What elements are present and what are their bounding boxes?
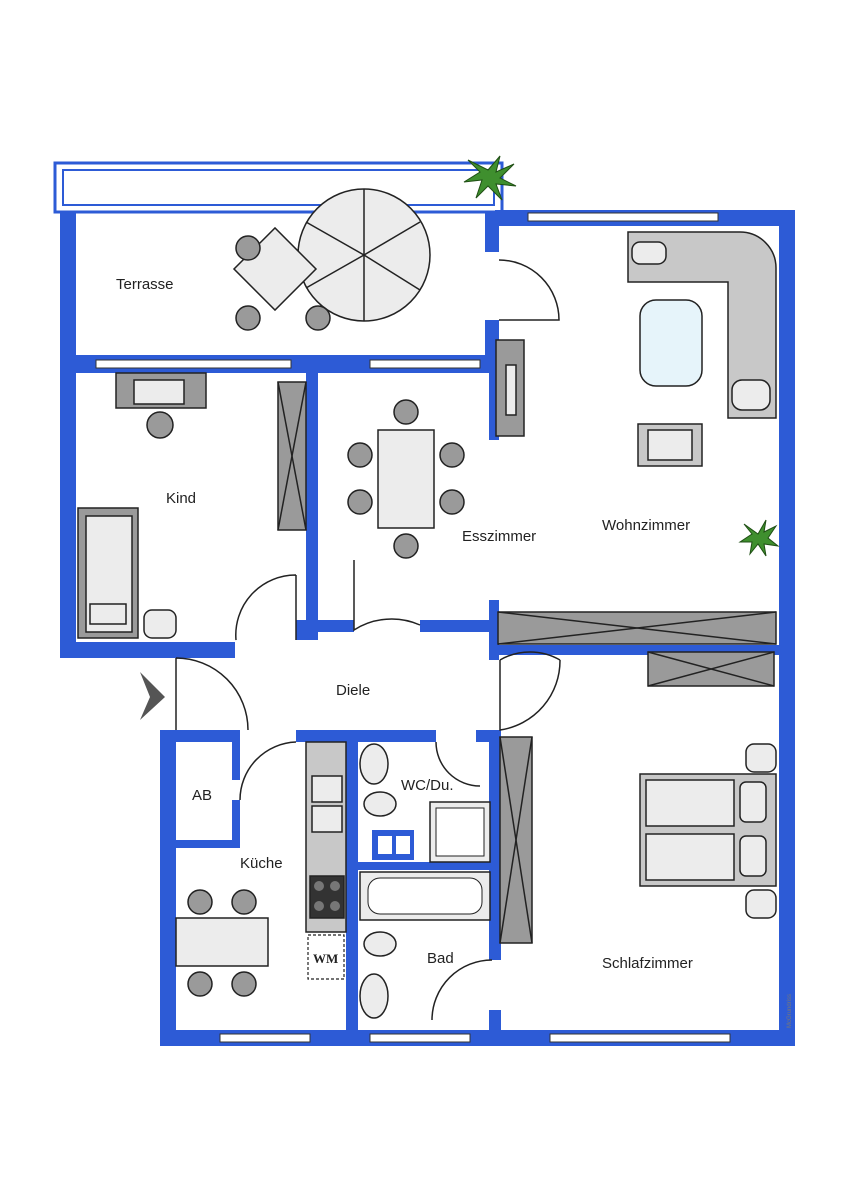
bad-furniture (359, 743, 491, 1019)
room-label-schlafzimmer: Schlafzimmer (602, 955, 693, 972)
schlafzimmer-furniture (499, 651, 777, 944)
esszimmer-furniture (347, 399, 465, 559)
kind-furniture (77, 372, 307, 639)
room-label-esszimmer: Esszimmer (462, 528, 536, 545)
room-label-bad: Bad (427, 950, 454, 967)
terrace-railing (53, 161, 504, 214)
plan-credit: McGrundriss (787, 994, 793, 1028)
entrance-arrow-icon (140, 672, 165, 720)
kueche-furniture (175, 741, 347, 997)
plant-icon (738, 519, 780, 557)
terrace-furniture (232, 188, 431, 331)
windows (95, 212, 731, 1043)
wohnzimmer-furniture (495, 231, 777, 645)
doors (175, 259, 561, 1021)
room-label-diele: Diele (336, 682, 370, 699)
room-label-kueche: Küche (240, 855, 283, 872)
plant-icon (463, 155, 517, 201)
room-label-kind: Kind (166, 490, 196, 507)
room-label-ab: AB (192, 787, 212, 804)
room-label-terrasse: Terrasse (116, 276, 174, 293)
washing-machine-label: WM (313, 951, 338, 966)
room-label-wohnzimmer: Wohnzimmer (602, 517, 690, 534)
room-label-wc: WC/Du. (401, 777, 454, 794)
